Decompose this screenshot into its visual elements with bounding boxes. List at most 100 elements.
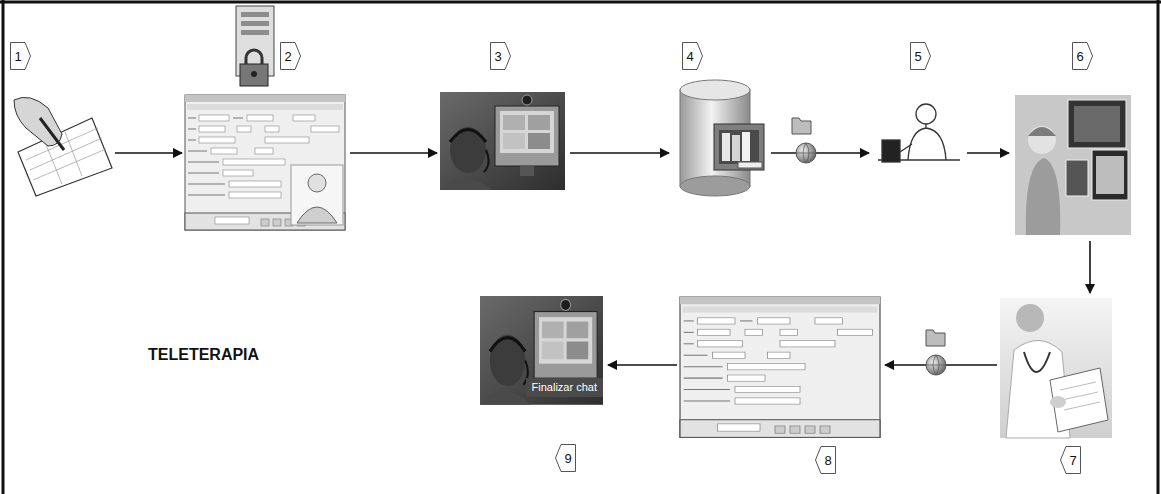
doctor-reading-photo — [1050, 396, 1066, 408]
globe-icon — [796, 143, 816, 163]
process-step: 2 — [185, 42, 347, 232]
doctor-sketch — [916, 104, 936, 124]
database-icon — [738, 162, 762, 168]
doctor-sketch — [882, 140, 900, 162]
globe-icon — [926, 355, 946, 375]
secure-server-icon — [236, 6, 274, 86]
tag-outline — [816, 447, 836, 474]
database-icon — [680, 80, 764, 196]
secure-server-icon — [240, 64, 268, 86]
step-tag: 2 — [280, 42, 301, 70]
step-number: 5 — [914, 50, 921, 63]
tag-outline — [556, 445, 576, 472]
handwriting-picture — [45, 142, 62, 184]
process-step: 5 — [872, 42, 964, 172]
process-step: 6 — [1012, 42, 1134, 238]
patient-record-form — [291, 165, 343, 225]
process-step: 3 — [440, 42, 567, 192]
secure-server-icon — [251, 71, 257, 77]
doctor-reading-photo — [1064, 402, 1100, 410]
patient-record-form — [297, 207, 337, 223]
handwriting-picture — [40, 118, 64, 150]
button-label: Finalizar chat — [526, 378, 603, 397]
database-icon — [714, 124, 764, 170]
doctor-reading-photo — [1060, 382, 1096, 390]
step-number: 8 — [824, 454, 831, 467]
globe-icon — [796, 143, 816, 163]
videochat-photo — [440, 92, 565, 190]
flow-arrow — [115, 152, 182, 154]
tag-outline — [1061, 447, 1081, 474]
doctor-reading-photo — [1062, 392, 1098, 400]
step-tag: 6 — [1072, 42, 1093, 70]
step-tag: 9 — [555, 444, 576, 472]
medical-imaging-photo — [1015, 95, 1131, 235]
step-number: 4 — [686, 50, 693, 63]
frame-border — [0, 1, 1161, 4]
process-step: 1 — [10, 42, 112, 197]
therapy-form — [680, 297, 880, 437]
medical-imaging-photo — [1068, 100, 1126, 148]
tag-outline — [11, 43, 31, 70]
doctor-reading-photo — [1060, 382, 1100, 410]
process-step: 9 Finalizar chat — [478, 294, 605, 474]
medical-imaging-photo — [1092, 150, 1128, 200]
database-icon — [719, 130, 759, 164]
folder-icon — [926, 330, 945, 346]
doctor-sketch — [900, 144, 912, 152]
medical-imaging-photo — [1074, 106, 1120, 142]
patient-record-form — [308, 174, 326, 192]
tag-outline — [911, 43, 931, 70]
step-number: 9 — [564, 452, 571, 465]
medical-imaging-photo — [1015, 95, 1131, 235]
frame-border — [2, 0, 5, 494]
flow-arrow — [350, 152, 437, 154]
step-tag: 3 — [490, 42, 511, 70]
globe-icon — [926, 355, 946, 375]
medical-imaging-photo — [1096, 156, 1124, 194]
medical-imaging-photo — [1066, 160, 1088, 196]
step-tag: 8 — [815, 446, 836, 474]
folder-icon — [792, 118, 811, 134]
process-step: 7 — [1000, 296, 1112, 474]
database-icon — [742, 132, 750, 161]
handwriting-picture — [14, 97, 112, 196]
step-tag: 4 — [682, 42, 703, 70]
secure-server-icon — [241, 21, 269, 26]
secure-server-icon — [241, 30, 269, 35]
step-tag: 7 — [1060, 446, 1081, 474]
globe-icon — [796, 143, 816, 163]
handwriting-picture — [65, 132, 82, 176]
flow-arrow — [608, 364, 677, 366]
flow-arrow — [1089, 241, 1091, 293]
tag-outline — [491, 43, 511, 70]
globe-icon — [926, 355, 946, 375]
frame-border — [1157, 0, 1160, 494]
step-number: 7 — [1069, 454, 1076, 467]
handwriting-picture — [30, 138, 102, 170]
therapy-form — [680, 297, 880, 437]
step-number: 2 — [284, 50, 291, 63]
step-number: 1 — [14, 50, 21, 63]
tag-outline — [1073, 43, 1093, 70]
doctor-reading-photo — [1050, 368, 1108, 432]
process-step: 8 — [680, 296, 882, 474]
database-icon — [732, 135, 740, 161]
flow-arrow — [771, 152, 869, 154]
videochat-end-photo — [480, 296, 603, 405]
patient-record-form — [185, 95, 345, 230]
step-number: 6 — [1076, 50, 1083, 63]
handwriting-picture — [33, 149, 106, 180]
step-number: 3 — [494, 50, 501, 63]
secure-server-icon — [241, 12, 269, 17]
doctor-reading-photo — [1000, 298, 1112, 438]
videochat-photo — [440, 92, 565, 190]
tag-outline — [683, 43, 703, 70]
process-step: 4 — [672, 42, 768, 202]
folder-icon — [792, 118, 811, 134]
medical-imaging-photo — [1026, 158, 1060, 235]
database-icon — [680, 176, 750, 196]
